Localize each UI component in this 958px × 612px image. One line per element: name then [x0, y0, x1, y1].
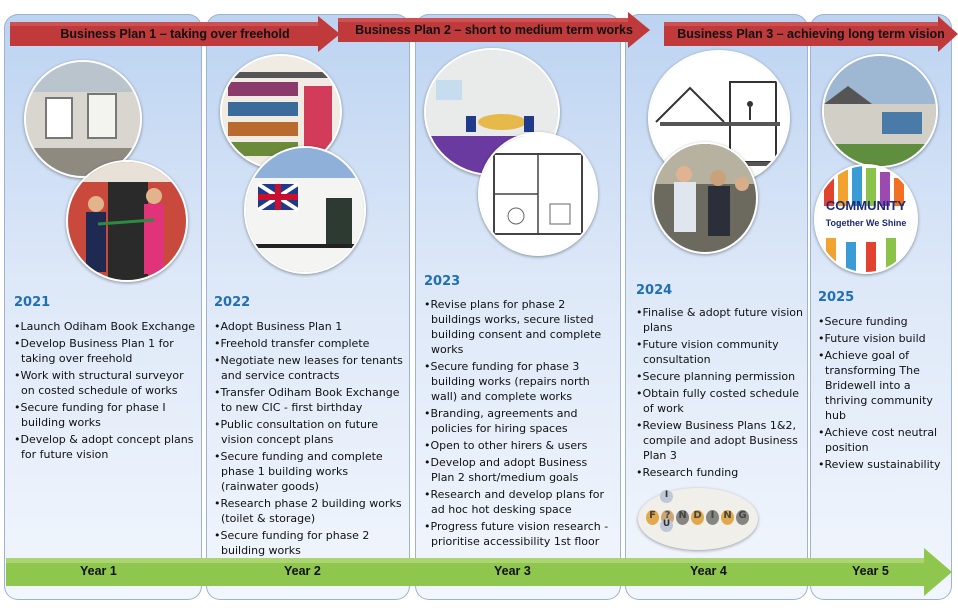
photo-floor-plan — [478, 132, 598, 256]
year-heading-2023: 2023 — [424, 274, 461, 289]
banner-label: Business Plan 1 – taking over freehold — [60, 27, 290, 41]
banner-arrow-shape — [664, 16, 958, 52]
funding-stack-tile: U — [660, 519, 673, 532]
year-heading-2021: 2021 — [14, 295, 51, 310]
task-item: Review Business Plans 1&2, compile and a… — [636, 418, 804, 463]
banner-business-plan-2: Business Plan 2 – short to medium term w… — [338, 12, 650, 48]
task-item: Obtain fully costed schedule of work — [636, 386, 804, 416]
task-item: Secure funding for phase I building work… — [14, 400, 196, 430]
task-item: Progress future vision research - priori… — [424, 519, 614, 549]
banner-arrow-shape — [338, 12, 650, 48]
banner-label: Business Plan 3 – achieving long term vi… — [677, 27, 945, 41]
timeline-label-year-3: Year 3 — [494, 564, 531, 578]
year-4-task-list: Finalise & adopt future vision plansFutu… — [636, 305, 804, 482]
task-item: Secure planning permission — [636, 369, 804, 384]
task-item: Launch Odiham Book Exchange — [14, 319, 196, 334]
timeline-arrow — [6, 548, 952, 596]
task-item: Adopt Business Plan 1 — [214, 319, 404, 334]
photo-site-visit-group — [652, 142, 758, 254]
year-heading-2024: 2024 — [636, 283, 673, 298]
banner-arrow-shape — [10, 16, 340, 52]
funding-letter-tile: N — [676, 510, 689, 525]
year-heading-2025: 2025 — [818, 290, 855, 305]
funding-letter-tile: I — [706, 510, 719, 525]
timeline-label-year-1: Year 1 — [80, 564, 117, 578]
photo-community-hands: COMMUNITY Together We Shine — [814, 164, 918, 274]
task-item: Open to other hirers & users — [424, 438, 614, 453]
task-item: Achieve goal of transforming The Bridewe… — [818, 348, 946, 423]
funding-stack-tile: I — [660, 490, 673, 503]
year-1-task-list: Launch Odiham Book ExchangeDevelop Busin… — [14, 319, 196, 464]
funding-letter-tile: F — [646, 510, 659, 525]
photo-building-union-jack — [244, 146, 366, 274]
year-heading-2022: 2022 — [214, 295, 251, 310]
task-item: Secure funding for phase 3 building work… — [424, 359, 614, 404]
year-2-task-list: Adopt Business Plan 1 Freehold transfer c… — [214, 319, 404, 560]
task-item: Develop and adopt Business Plan 2 short/… — [424, 455, 614, 485]
year-3-task-list: Revise plans for phase 2 buildings works… — [424, 297, 614, 551]
task-item: Finalise & adopt future vision plans — [636, 305, 804, 335]
task-item: Work with structural surveyor on costed … — [14, 368, 196, 398]
task-item: Future vision community consultation — [636, 337, 804, 367]
task-item: Freehold transfer complete — [214, 336, 404, 351]
task-item: Develop & adopt concept plans for future… — [14, 432, 196, 462]
task-item: Future vision build — [818, 331, 946, 346]
photo-building-exterior — [24, 60, 142, 178]
task-item: Negotiate new leases for tenants and ser… — [214, 353, 404, 383]
photo-ribbon-cutting — [66, 160, 188, 282]
task-item: Review sustainability — [818, 457, 946, 472]
task-item: Revise plans for phase 2 buildings works… — [424, 297, 614, 357]
task-item: Branding, agreements and policies for hi… — [424, 406, 614, 436]
funding-letter-tile: G — [736, 510, 749, 525]
banner-business-plan-1: Business Plan 1 – taking over freehold — [10, 16, 340, 52]
timeline-label-year-5: Year 5 — [852, 564, 889, 578]
task-item: Secure funding and complete phase 1 buil… — [214, 449, 404, 494]
banner-label: Business Plan 2 – short to medium term w… — [355, 23, 633, 37]
banner-business-plan-3: Business Plan 3 – achieving long term vi… — [664, 16, 958, 52]
task-item: Secure funding for phase 2 building work… — [214, 528, 404, 558]
year-5-task-list: Secure fundingFuture vision buildAchieve… — [818, 314, 946, 474]
community-title: COMMUNITY — [825, 198, 907, 213]
task-item: Research phase 2 building works (toilet … — [214, 496, 404, 526]
community-subtitle: Together We Shine — [825, 218, 907, 228]
task-item: Achieve cost neutral position — [818, 425, 946, 455]
task-item: Transfer Odiham Book Exchange to new CIC… — [214, 385, 404, 415]
task-item: Secure funding — [818, 314, 946, 329]
funding-letter-tile: D — [691, 510, 704, 525]
task-item: Develop Business Plan 1 for taking over … — [14, 336, 196, 366]
funding-letter-tile: N — [721, 510, 734, 525]
task-item: Research and develop plans for ad hoc ho… — [424, 487, 614, 517]
timeline-label-year-2: Year 2 — [284, 564, 321, 578]
photo-bridewell-exterior — [822, 54, 938, 168]
timeline-label-year-4: Year 4 — [690, 564, 727, 578]
task-item: Research funding — [636, 465, 804, 480]
task-item: Public consultation on future vision con… — [214, 417, 404, 447]
